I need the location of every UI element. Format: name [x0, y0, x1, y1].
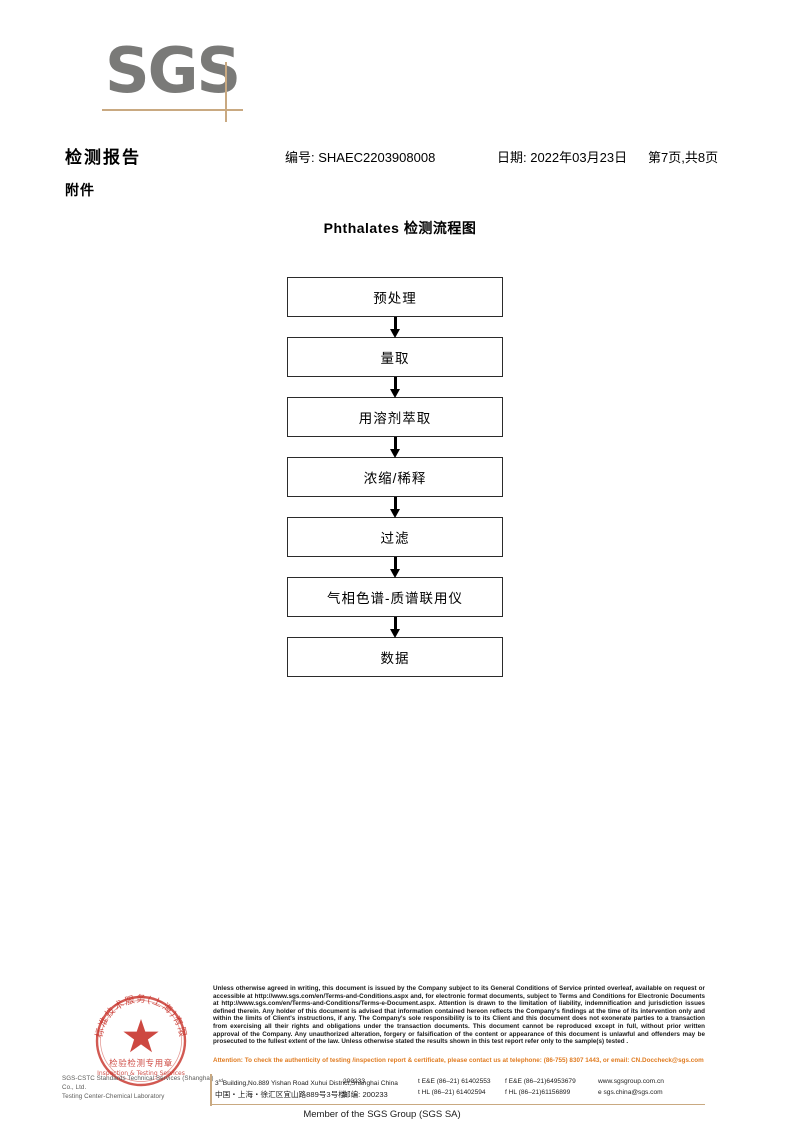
flow-step-box: 浓缩/稀释 [287, 457, 503, 497]
flow-step-box: 量取 [287, 337, 503, 377]
company-name-en2: Testing Center-Chemical Laboratory [62, 1093, 165, 1100]
tel-ee-2: f E&E (86–21)64953679 [505, 1078, 576, 1085]
report-number: 编号: SHAEC2203908008 [285, 150, 436, 165]
flow-step-box: 数据 [287, 637, 503, 677]
company-name-en: SGS-CSTC Standards Technical Services (S… [62, 1075, 214, 1091]
flow-step-box: 预处理 [287, 277, 503, 317]
email-link[interactable]: e sgs.china@sgs.com [598, 1089, 663, 1096]
tel-ee-1: t E&E (86–21) 61402553 [418, 1078, 491, 1085]
report-date: 日期: 2022年03月23日 [497, 150, 628, 165]
sgs-group-member-note: Member of the SGS Group (SGS SA) [303, 1109, 461, 1120]
flow-step-box: 气相色谱-质谱联用仪 [287, 577, 503, 617]
logo-horizontal-rule [102, 109, 243, 111]
tel-hl-2: f HL (86–21)61156899 [505, 1089, 571, 1096]
address-divider-vertical [210, 1074, 212, 1106]
flowchart-title: Phthalates 检测流程图 [323, 220, 477, 236]
page-subtitle: 附件 [65, 182, 95, 198]
flow-arrow-down-icon [287, 377, 503, 398]
sgs-logo: SGS [102, 34, 265, 122]
company-legal-name: SGS-CSTC Standards Technical Services (S… [62, 1074, 227, 1101]
flow-arrow-down-icon [287, 557, 503, 578]
address-divider-horizontal [210, 1104, 705, 1106]
flow-step-box: 用溶剂萃取 [287, 397, 503, 437]
flow-arrow-down-icon [287, 617, 503, 638]
website-link[interactable]: www.sgsgroup.com.cn [598, 1078, 664, 1085]
page-indicator: 第7页,共8页 [648, 150, 719, 165]
flow-arrow-down-icon [287, 497, 503, 518]
postcode-en: 200233 [343, 1078, 366, 1085]
page-title: 检测报告 [65, 148, 141, 167]
logo-vertical-tick [225, 62, 227, 122]
address-en: 3rdBuilding,No.889 Yishan Road Xuhui Dis… [215, 1078, 398, 1088]
flow-arrow-down-icon [287, 437, 503, 458]
address-cn: 中国・上海・徐汇区宜山路889号3号楼 [215, 1090, 346, 1099]
legal-disclaimer: Unless otherwise agreed in writing, this… [213, 985, 705, 1046]
svg-text:检验检测专用章: 检验检测专用章 [109, 1058, 173, 1069]
flow-step-box: 过滤 [287, 517, 503, 557]
flow-arrow-down-icon [287, 317, 503, 338]
flowchart: 预处理 量取 用溶剂萃取 浓缩/稀释 过滤 气相色谱-质谱联用仪 数据 [287, 277, 503, 677]
attention-notice: Attention: To check the authenticity of … [213, 1057, 704, 1064]
sgs-logo-text: SGS [105, 34, 241, 107]
svg-text:Inspection & Testing Services: Inspection & Testing Services [97, 1070, 185, 1077]
official-seal-stamp: 上海标准技术服务(上海)有限公司 检验检测专用章 Inspection & Te… [88, 988, 194, 1094]
tel-hl-1: t HL (86–21) 61402594 [418, 1089, 486, 1096]
postcode-cn: 邮编: 200233 [343, 1090, 388, 1099]
